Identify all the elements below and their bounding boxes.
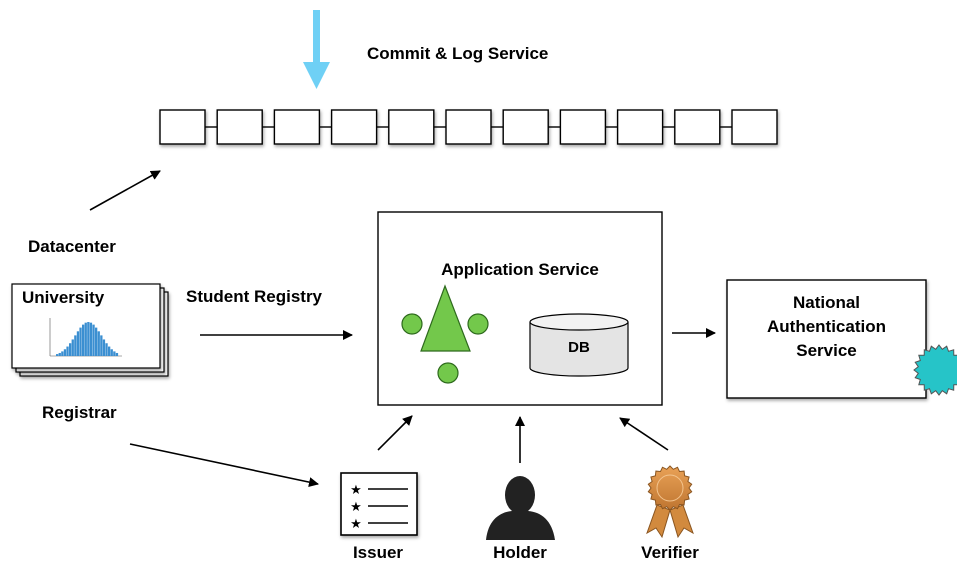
issuer-label: Issuer xyxy=(352,543,404,562)
histogram-bar xyxy=(108,346,111,356)
db-label: DB xyxy=(568,339,590,356)
issuer-arrow xyxy=(377,415,413,451)
histogram-bar xyxy=(113,351,116,356)
block-1 xyxy=(159,109,206,145)
registrar-label: Registrar xyxy=(42,403,117,422)
national-auth-line2: Authentication xyxy=(767,317,886,336)
block-10 xyxy=(674,109,721,145)
histogram-icon xyxy=(49,318,122,357)
histogram-bar xyxy=(115,352,119,356)
histogram-bar xyxy=(89,322,93,356)
histogram-bar xyxy=(58,352,61,356)
block-11 xyxy=(731,109,778,145)
histogram-bar xyxy=(110,349,113,356)
block-3 xyxy=(273,109,321,145)
block-2 xyxy=(216,109,263,145)
university-document-stack xyxy=(11,283,169,377)
national-auth-title: National Authentication Service xyxy=(727,291,926,363)
histogram-bar xyxy=(82,324,85,356)
university-label: University xyxy=(22,288,105,307)
registrar-arrow xyxy=(129,443,319,488)
network-nodes-icon xyxy=(401,284,489,384)
histogram-bar xyxy=(76,331,80,356)
svg-text:★: ★ xyxy=(350,483,362,498)
datacenter-arrow xyxy=(89,170,161,211)
histogram-bar xyxy=(79,327,82,356)
holder-label: Holder xyxy=(493,543,547,562)
national-auth-line1: National xyxy=(792,293,861,312)
certificate-list-icon: ★ ★ ★ xyxy=(340,472,418,536)
histogram-bar xyxy=(74,335,77,356)
person-silhouette-icon xyxy=(486,476,555,540)
verifier-arrow xyxy=(619,417,669,451)
block-6 xyxy=(445,109,492,145)
svg-text:★: ★ xyxy=(350,517,362,532)
datacenter-label: Datacenter xyxy=(28,237,116,256)
application-service-box xyxy=(377,211,663,406)
application-service-title: Application Service xyxy=(441,260,599,279)
seal-icon xyxy=(913,344,957,396)
verifier-label: Verifier xyxy=(641,543,699,562)
histogram-bar xyxy=(102,339,106,356)
histogram-bar xyxy=(100,335,103,356)
histogram-bar xyxy=(61,351,64,356)
database-icon xyxy=(529,313,629,377)
histogram-bar xyxy=(66,346,69,356)
histogram-bar xyxy=(97,331,100,356)
histogram-bar xyxy=(63,349,67,356)
blockchain-ledger xyxy=(159,109,778,145)
histogram-bar xyxy=(71,339,74,356)
block-9 xyxy=(616,109,664,145)
block-7 xyxy=(502,109,549,145)
block-4 xyxy=(330,109,378,145)
medal-icon xyxy=(646,465,694,539)
block-5 xyxy=(388,109,435,145)
student-registry-label: Student Registry xyxy=(186,287,323,306)
histogram-bar xyxy=(92,324,95,356)
histogram-bar xyxy=(87,322,90,356)
histogram-bar xyxy=(69,343,72,356)
histogram-bar xyxy=(84,322,87,356)
svg-text:★: ★ xyxy=(350,500,362,515)
histogram-bar xyxy=(95,327,98,356)
commit-arrow-icon xyxy=(303,10,330,89)
national-auth-line3: Service xyxy=(796,341,857,360)
commit-log-title: Commit & Log Service xyxy=(367,44,549,63)
histogram-bar xyxy=(105,343,108,356)
histogram-bar xyxy=(56,354,59,356)
block-8 xyxy=(559,109,607,145)
national-auth-box xyxy=(726,279,927,399)
